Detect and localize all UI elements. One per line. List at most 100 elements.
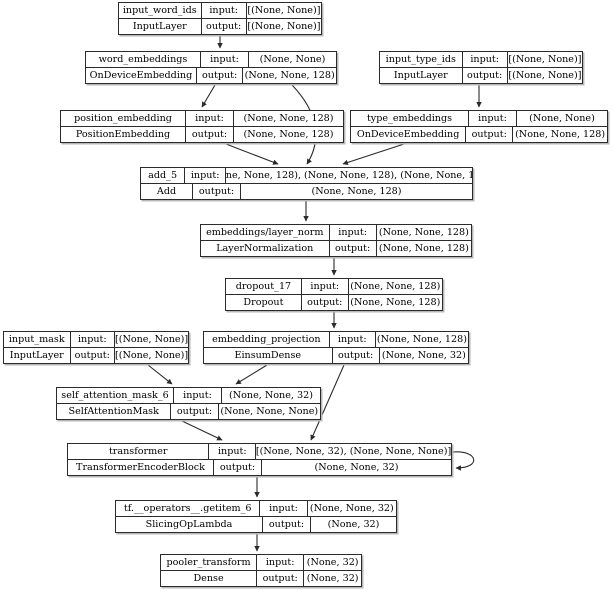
layer-class: Dropout	[226, 295, 302, 310]
layer-class: EinsumDense	[204, 348, 333, 363]
input-label: input:	[463, 52, 508, 67]
input-shape: (None, 32)	[306, 556, 359, 568]
output-label: output:	[263, 517, 311, 532]
output-label: output:	[197, 68, 244, 83]
input-label: input:	[174, 388, 222, 403]
input-shape: (None, None, 32)	[229, 389, 313, 401]
input-label: input:	[186, 111, 234, 126]
output-label: output:	[193, 184, 241, 199]
layer-class: TransformerEncoderBlock	[68, 460, 214, 475]
output-label: output:	[171, 404, 219, 419]
layer-class: OnDeviceEmbedding	[86, 68, 197, 83]
layer-class: InputLayer	[119, 19, 202, 34]
edge-self-attention-mask-to-transformer	[181, 420, 223, 441]
layer-class: InputLayer	[4, 348, 71, 363]
layer-name: type_embeddings	[351, 111, 469, 126]
output-label: output:	[330, 241, 377, 256]
output-label: output:	[202, 19, 247, 34]
edge-embedding-projection-to-self-attention-mask	[235, 364, 268, 385]
output-shape: (None, None, 32)	[314, 461, 399, 473]
edge-word-embeddings-to-position-embedding	[201, 84, 216, 108]
input-shape: (None, None, 128)	[378, 226, 469, 238]
edge-input-mask-to-self-attention-mask	[147, 364, 173, 385]
layer-class: Add	[141, 184, 193, 199]
input-label: input:	[469, 111, 517, 126]
output-shape: (None, None, 128)	[244, 69, 335, 81]
input-label: input:	[257, 555, 305, 570]
output-label: output:	[302, 295, 349, 310]
input-shape: (None, None)	[529, 112, 595, 124]
input-label: input:	[71, 332, 116, 347]
layer-class: SelfAttentionMask	[57, 404, 172, 419]
layer-class: InputLayer	[380, 68, 463, 83]
layer-name: self_attention_mask_6	[57, 388, 174, 403]
output-shape: (None, 32)	[306, 572, 359, 584]
layer-name: tf.__operators__.getitem_6	[116, 501, 261, 516]
layer-name: add_5	[141, 168, 186, 183]
layer-class: LayerNormalization	[201, 241, 330, 256]
layer-name: input_type_ids	[380, 52, 463, 67]
output-label: output:	[71, 348, 116, 363]
output-shape: (None, None, None)	[220, 405, 319, 417]
input-shape: (None, None, 32)	[309, 502, 394, 514]
output-label: output:	[466, 127, 514, 142]
input-label: input:	[330, 332, 376, 347]
layer-class: OnDeviceEmbedding	[351, 127, 467, 142]
output-shape: [(None, None)]	[247, 20, 321, 32]
layer-name: input_mask	[4, 332, 71, 347]
output-shape: (None, None, 128)	[378, 242, 469, 254]
output-label: output:	[333, 348, 380, 363]
output-shape: (None, None, 128)	[243, 128, 334, 140]
input-shape: [(None, None)]	[247, 4, 321, 16]
input-shape: (None, None)	[259, 53, 326, 65]
output-shape: (None, None, 128)	[350, 296, 441, 308]
layer-name: transformer	[68, 444, 210, 459]
layer-name: word_embeddings	[86, 52, 201, 67]
output-shape: (None, None, 128)	[311, 185, 402, 197]
layer-name: dropout_17	[226, 279, 302, 294]
edge-position-embedding-to-add-5	[225, 143, 279, 165]
output-shape: (None, None, 128)	[515, 128, 606, 140]
output-label: output:	[257, 571, 305, 586]
input-shape: [(None, None, 128), (None, None, 128), (…	[226, 169, 472, 181]
input-shape: (None, None, 128)	[243, 112, 334, 124]
input-label: input:	[185, 168, 227, 183]
input-label: input:	[330, 225, 377, 240]
layer-name: pooler_transform	[161, 555, 258, 570]
edge-transformer-self-loop	[452, 451, 475, 471]
input-label: input:	[302, 279, 349, 294]
output-shape: (None, None, 32)	[381, 349, 466, 361]
input-label: input:	[260, 501, 308, 516]
edge-type-embeddings-to-add-5	[342, 143, 405, 166]
output-shape: [(None, None)]	[508, 69, 582, 81]
output-label: output:	[463, 68, 508, 83]
layer-name: input_word_ids	[119, 3, 202, 18]
input-shape: (None, None, 128)	[350, 280, 441, 292]
input-shape: [(None, None)]	[115, 333, 188, 345]
layer-name: embedding_projection	[204, 332, 330, 347]
input-shape: [(None, None)]	[508, 53, 582, 65]
layer-name: position_embedding	[61, 111, 186, 126]
layer-class: SlicingOpLambda	[116, 517, 263, 532]
layer-class: Dense	[161, 571, 258, 586]
input-label: input:	[202, 3, 247, 18]
output-shape: (None, 32)	[327, 518, 380, 530]
input-label: input:	[209, 444, 257, 459]
input-shape: [(None, None, 32), (None, None, None)]	[256, 445, 451, 457]
output-label: output:	[214, 460, 262, 475]
